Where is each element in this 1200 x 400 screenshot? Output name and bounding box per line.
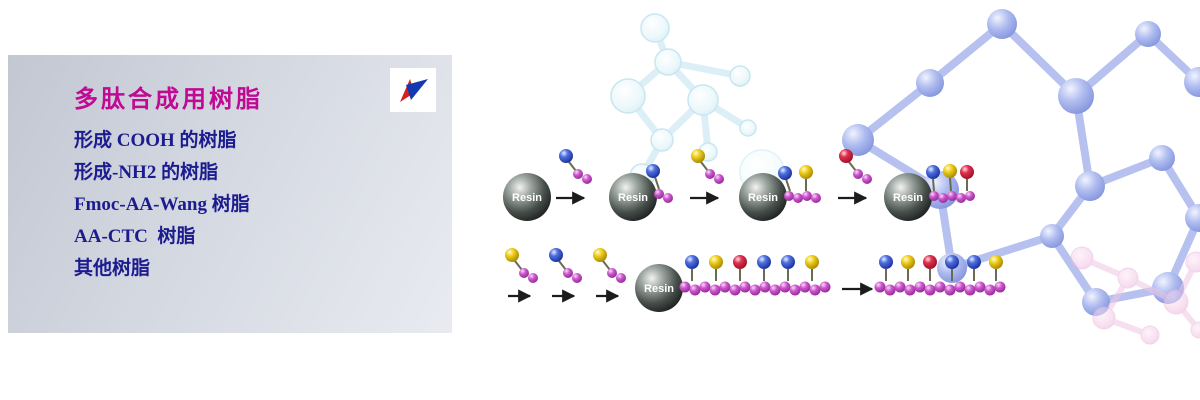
synthesis-bottom-row: Resin xyxy=(505,248,1006,312)
resin-label: Resin xyxy=(644,283,674,295)
background-molecule-pink xyxy=(1070,246,1200,345)
resin-bead-step2: Resin xyxy=(609,164,673,221)
resin-menu: 形成 COOH 的树脂 形成-NH2 的树脂 Fmoc-AA-Wang 树脂 A… xyxy=(74,125,250,285)
nav-panel: 多肽合成用树脂 形成 COOH 的树脂 形成-NH2 的树脂 Fmoc-AA-W… xyxy=(8,55,452,333)
page-title: 多肽合成用树脂 xyxy=(74,86,263,113)
free-amino-acid-blue xyxy=(549,248,582,283)
resin-label: Resin xyxy=(748,192,778,204)
free-amino-acid-blue xyxy=(559,149,592,184)
peptide-chain-on-resin xyxy=(679,255,831,296)
resin-bead-step4: Resin xyxy=(884,164,975,221)
free-amino-acid-yellow xyxy=(691,149,724,184)
resin-label: Resin xyxy=(512,192,542,204)
resin-sphere xyxy=(884,173,932,221)
resin-bead-step1: Resin xyxy=(503,173,551,221)
menu-item-cooh-resin[interactable]: 形成 COOH 的树脂 xyxy=(74,130,237,151)
free-amino-acid-yellow xyxy=(505,248,538,283)
resin-sphere xyxy=(739,173,787,221)
cleaved-peptide-chain xyxy=(874,255,1006,296)
menu-item-fmoc-aa-wang[interactable]: Fmoc-AA-Wang 树脂 xyxy=(74,194,250,215)
resin-sphere xyxy=(635,264,683,312)
resin-sphere xyxy=(609,173,657,221)
synthesis-top-row: Resin Resin R xyxy=(503,149,975,221)
resin-bead-step3: Resin xyxy=(739,165,821,221)
background-molecule-cyan xyxy=(610,13,785,195)
menu-item-nh2-resin[interactable]: 形成-NH2 的树脂 xyxy=(74,162,219,183)
background-molecule-blue xyxy=(842,9,1200,316)
menu-item-aa-ctc[interactable]: AA-CTC 树脂 xyxy=(74,226,196,247)
free-amino-acid-yellow xyxy=(593,248,626,283)
resin-label: Resin xyxy=(618,192,648,204)
resin-sphere xyxy=(503,173,551,221)
company-logo-icon xyxy=(390,68,436,112)
resin-bead-elongation: Resin xyxy=(635,264,683,312)
resin-label: Resin xyxy=(893,192,923,204)
free-amino-acid-red xyxy=(839,149,872,184)
logo-glyph-icon xyxy=(400,79,428,102)
menu-item-other-resin[interactable]: 其他树脂 xyxy=(74,258,151,279)
